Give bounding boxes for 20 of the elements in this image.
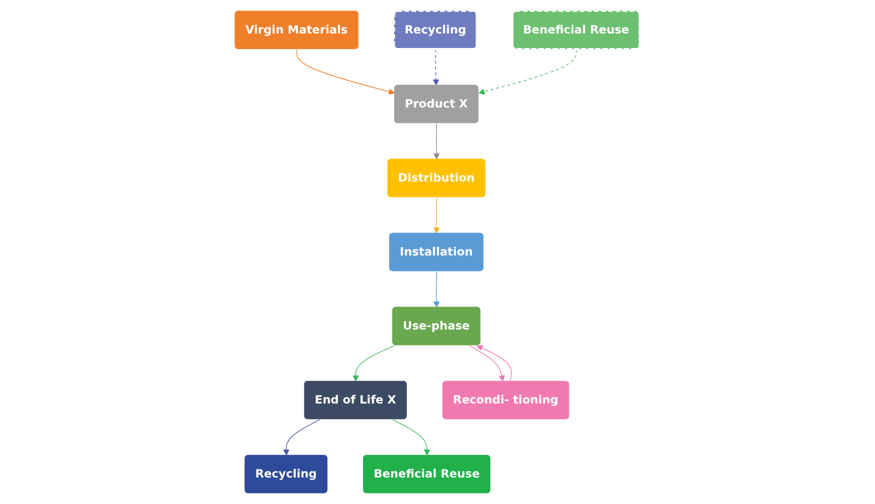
node-box: Virgin Materials — [234, 10, 359, 50]
arrow — [476, 345, 512, 382]
arrow — [296, 49, 396, 95]
arrow — [434, 271, 440, 308]
node-box: Beneficial Reuse — [363, 454, 491, 494]
node-box: Recycling — [244, 454, 328, 494]
arrow — [434, 197, 440, 234]
arrow — [433, 49, 440, 86]
node-box: Product X — [394, 84, 479, 124]
arrow — [434, 123, 440, 160]
node-box: End of Life X — [304, 380, 408, 420]
arrow — [478, 49, 578, 95]
node-box: Recondi- tioning — [442, 380, 570, 420]
node-box: Distribution — [388, 158, 486, 198]
node-box: Use-phase — [392, 306, 481, 346]
arrow — [283, 419, 320, 456]
arrow — [352, 345, 396, 382]
arrow — [469, 345, 506, 382]
node-box: Installation — [389, 232, 484, 272]
arrow — [392, 419, 430, 456]
